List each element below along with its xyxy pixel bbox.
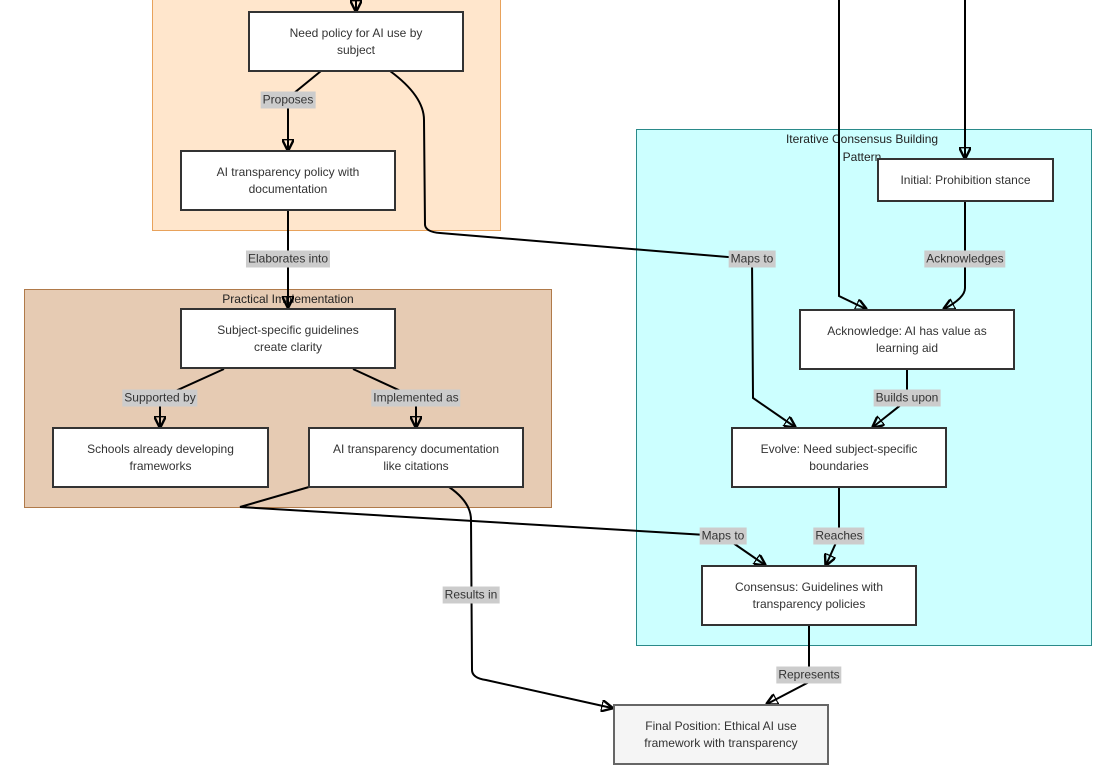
edge-label-proposes: Proposes	[260, 91, 316, 109]
edge-label-represents: Represents	[776, 666, 842, 684]
cluster-consensus-building: Iterative Consensus Building Pattern	[636, 129, 1092, 646]
node-transparency-doc: AI transparency documentation like citat…	[308, 427, 524, 488]
node-transparency-policy: AI transparency policy with documentatio…	[180, 150, 396, 211]
edge-proposes	[288, 70, 322, 150]
edge-label-acknowledges: Acknowledges	[924, 250, 1006, 268]
edge-reaches	[826, 487, 840, 565]
edge-label-implemented-as: Implemented as	[371, 389, 461, 407]
node-evolve: Evolve: Need subject-specific boundaries	[731, 427, 947, 488]
edge-label-maps-to-2: Maps to	[699, 527, 747, 545]
edge-into-acknowledge	[838, 0, 866, 309]
edge-maps-to-1	[389, 70, 795, 427]
edge-results-in	[448, 486, 612, 708]
edge-acknowledges	[944, 202, 966, 309]
node-need-policy: Need policy for AI use by subject	[248, 11, 464, 72]
edge-label-builds-upon: Builds upon	[873, 389, 941, 407]
edge-label-elaborates-into: Elaborates into	[245, 250, 331, 268]
edge-label-results-in: Results in	[442, 586, 500, 604]
edge-maps-to-2	[239, 486, 765, 565]
node-schools-developing: Schools already developing frameworks	[52, 427, 269, 488]
edge-label-reaches: Reaches	[813, 527, 865, 545]
node-final-position: Final Position: Ethical AI use framework…	[613, 704, 829, 765]
edge-represents	[767, 625, 810, 704]
node-prohibition: Initial: Prohibition stance	[877, 158, 1054, 202]
node-consensus: Consensus: Guidelines with transparency …	[701, 565, 917, 626]
node-subject-guidelines: Subject-specific guidelines create clari…	[180, 308, 396, 369]
node-acknowledge: Acknowledge: AI has value as learning ai…	[799, 309, 1015, 370]
cluster-consensus-title: Iterative Consensus Building Pattern	[785, 132, 939, 164]
edge-label-supported-by: Supported by	[122, 389, 198, 407]
edge-label-maps-to-1: Maps to	[728, 250, 776, 268]
